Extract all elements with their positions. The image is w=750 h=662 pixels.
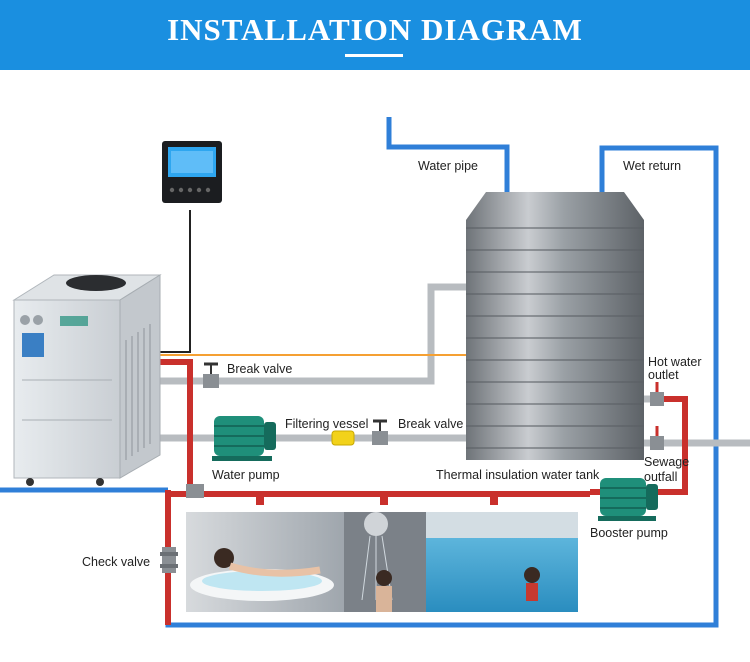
bathtub-photo: [186, 512, 344, 612]
break-valve-top-icon: [203, 362, 219, 388]
thermostat-controller-icon: [162, 141, 222, 203]
page-title: INSTALLATION DIAGRAM: [167, 12, 583, 47]
sewage-outfall-label-2: outfall: [644, 470, 677, 484]
booster-pump-icon: [598, 478, 658, 521]
loop-valve-icon: [186, 484, 204, 498]
check-valve-icon: [160, 547, 178, 573]
controller-cable: [156, 210, 191, 353]
pool-photo: [426, 512, 578, 612]
title-underline: [345, 54, 403, 57]
water-pump-icon: [212, 416, 276, 461]
installation-diagram: Water pipe Wet return Break valve Hot wa…: [0, 117, 750, 628]
check-valve-label: Check valve: [82, 555, 150, 569]
hot-water-outlet-label-1: Hot water: [648, 355, 702, 369]
heat-pump-unit-icon: [12, 274, 162, 486]
thermal-tank-label: Thermal insulation water tank: [436, 468, 600, 482]
sewage-outfall-label-1: Sewage: [644, 455, 689, 469]
hot-water-outlet-label-2: outlet: [648, 368, 679, 382]
shower-photo: [344, 512, 426, 612]
header-banner: INSTALLATION DIAGRAM: [0, 0, 750, 70]
break-valve-bottom-label: Break valve: [398, 417, 463, 431]
filtering-vessel-icon: [331, 430, 355, 446]
water-pipe-label: Water pipe: [418, 159, 478, 173]
wet-return-label: Wet return: [623, 159, 681, 173]
filtering-vessel-label: Filtering vessel: [285, 417, 368, 431]
booster-pump-label: Booster pump: [590, 526, 668, 540]
outlet-nozzles: [256, 497, 498, 505]
break-valve-bottom-icon: [372, 419, 388, 445]
water-pump-label: Water pump: [212, 468, 280, 482]
sewage-valve-icon: [650, 426, 664, 450]
break-valve-top-label: Break valve: [227, 362, 292, 376]
water-tank-icon: [466, 192, 644, 460]
hot-water-outlet-valve-icon: [650, 382, 664, 406]
